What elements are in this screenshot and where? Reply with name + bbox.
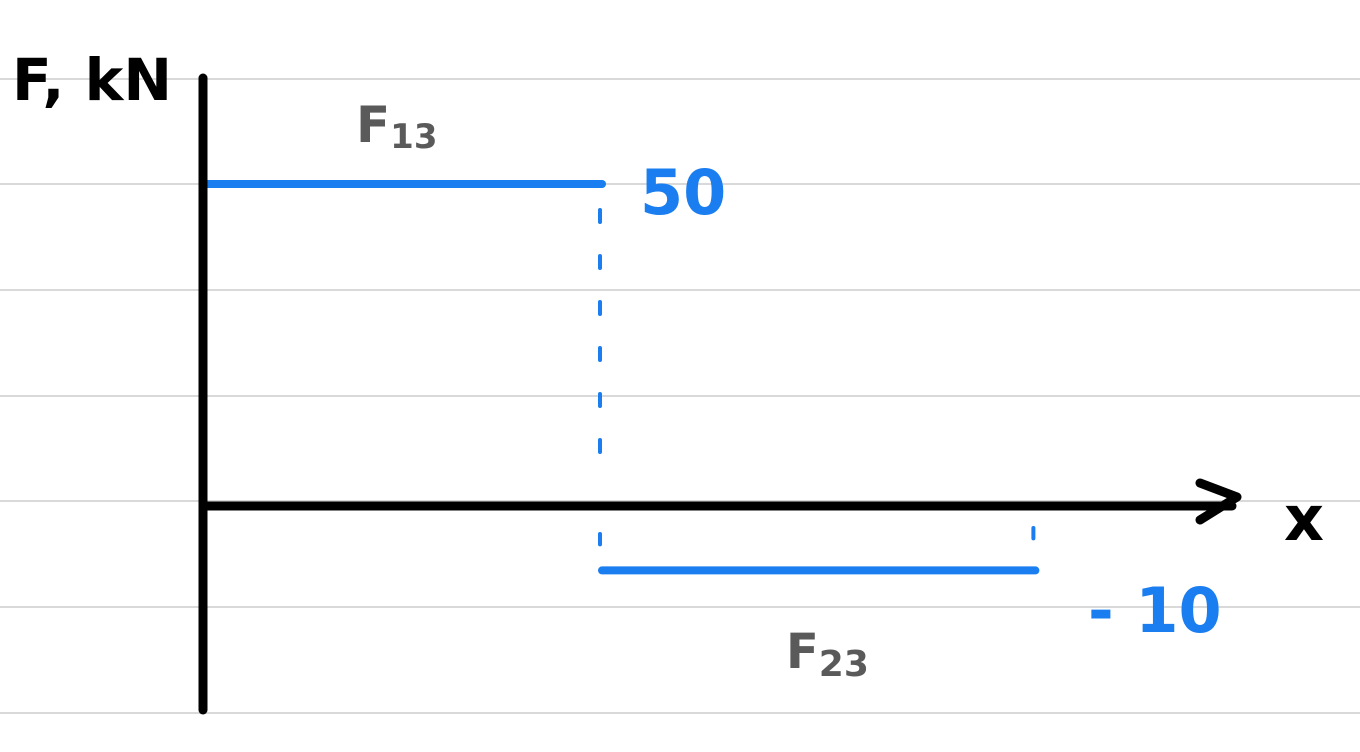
value-label-minus-10: - 10 <box>1088 574 1222 647</box>
y-axis-label: F, kN <box>12 46 172 114</box>
value-label-50: 50 <box>640 156 726 229</box>
chart-marks <box>204 180 1040 575</box>
series-label-f23: F23 <box>786 624 869 685</box>
x-axis-arrow-icon <box>1195 478 1242 525</box>
series-label-f13: F13 <box>356 96 437 157</box>
x-axis-label: x <box>1284 482 1324 555</box>
